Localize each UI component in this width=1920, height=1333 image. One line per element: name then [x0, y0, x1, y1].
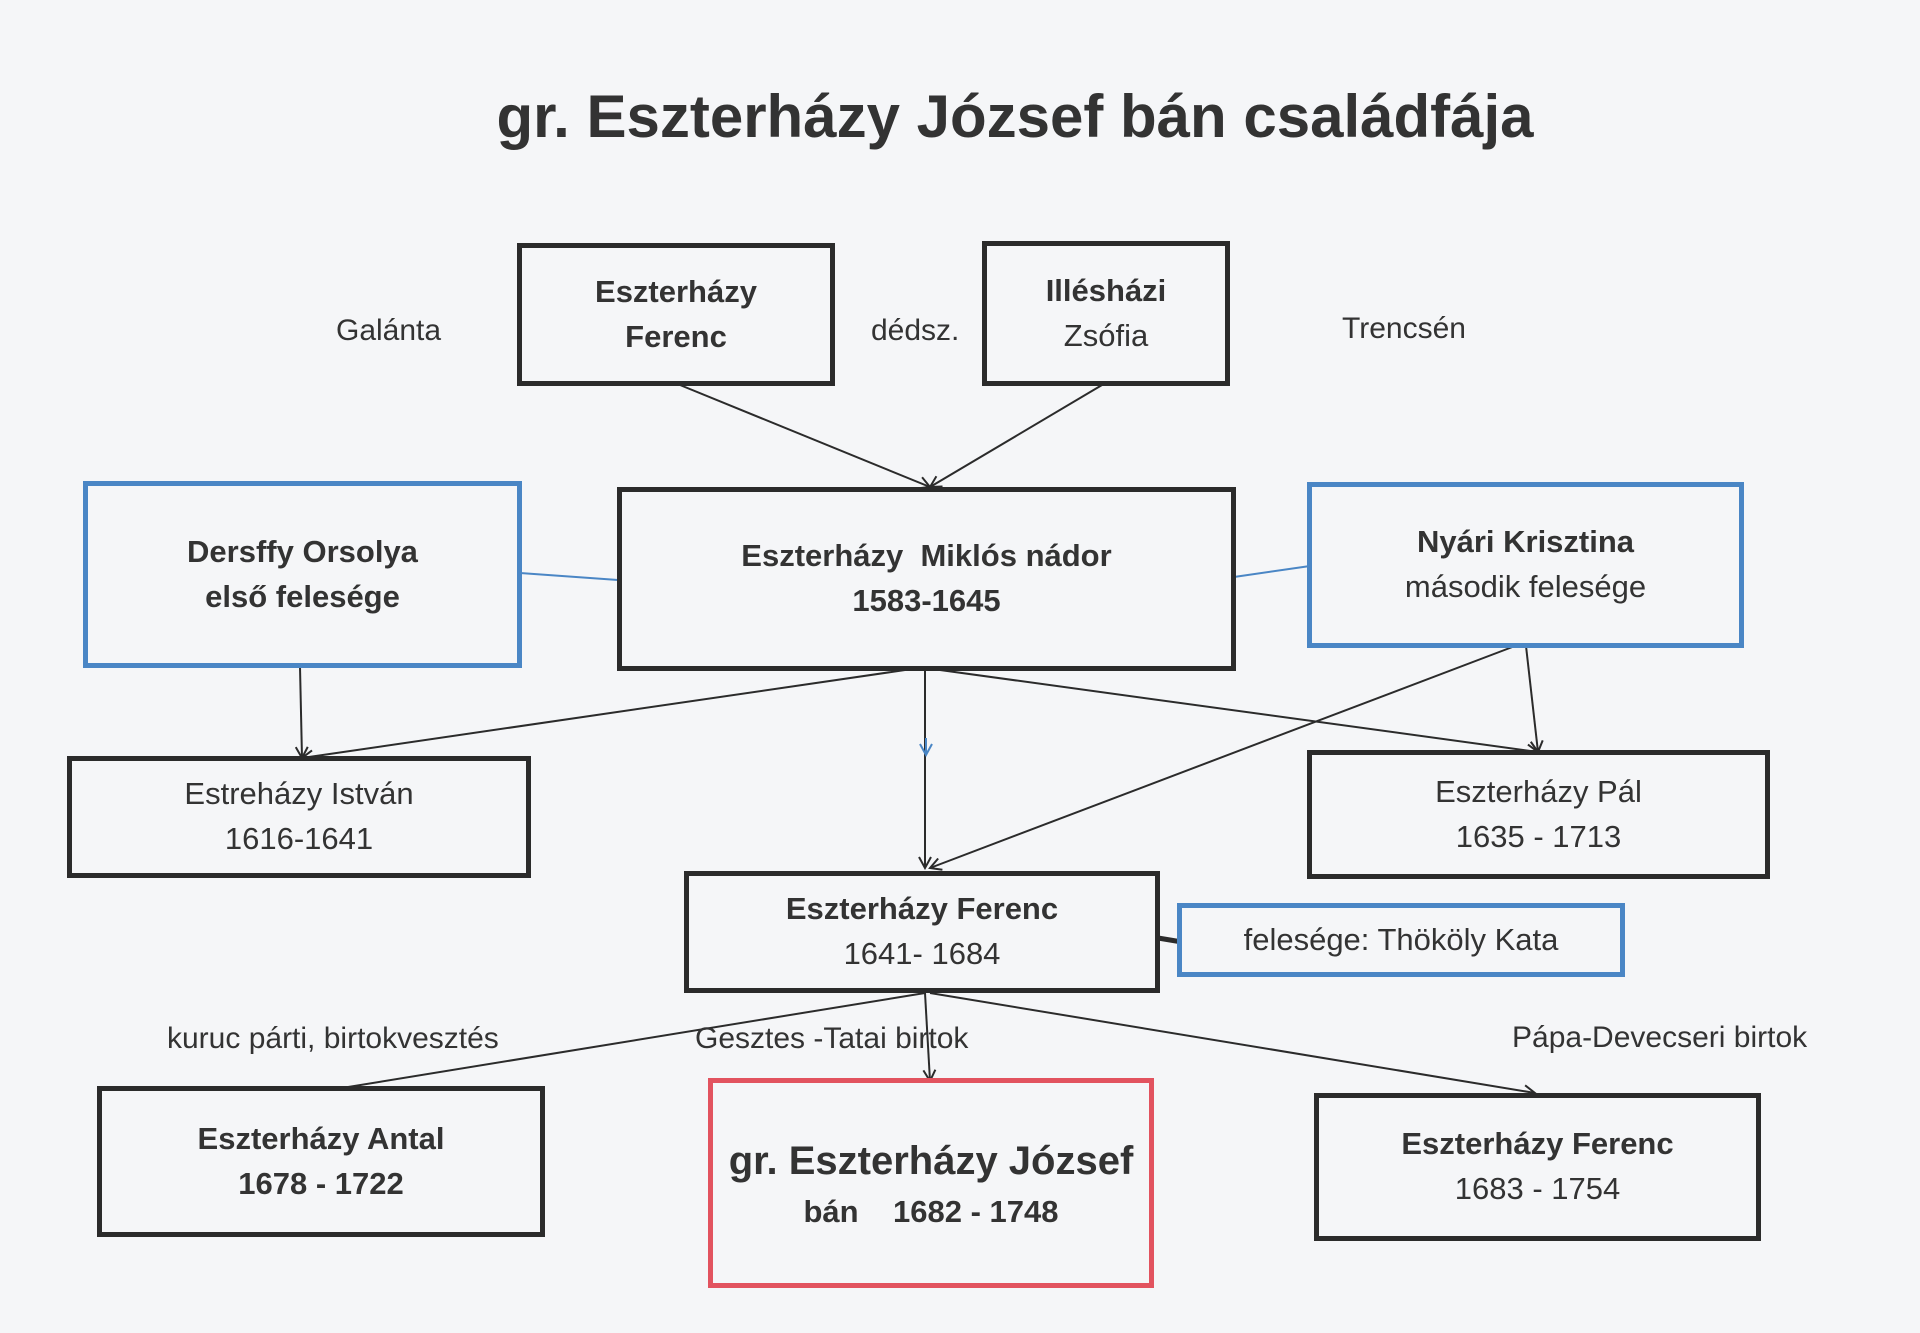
edge-ferenc-to-jozsef: [925, 992, 930, 1081]
spouse-link-orsolya: [519, 572, 619, 581]
edge-krisztina-to-ferenc: [930, 645, 1516, 868]
person-box-ferenc-young: Eszterházy Ferenc 1683 - 1754: [1314, 1093, 1761, 1241]
edge-orsolya-to-istvan: [300, 666, 302, 758]
label-trencsen: Trencsén: [1342, 312, 1466, 345]
person-years: 1683 - 1754: [1454, 1171, 1621, 1206]
person-name: Eszterházy Miklós nádor: [741, 538, 1112, 574]
person-role: második felesége: [1404, 569, 1647, 604]
edge-krisztina-to-pal: [1525, 645, 1538, 752]
person-box-jozsef: gr. Eszterházy József bán 1682 - 1748: [708, 1078, 1154, 1288]
person-name: Dersffy Orsolya: [187, 533, 418, 569]
edge-miklos-to-pal: [939, 669, 1538, 752]
person-box-ferenc-mid: Eszterházy Ferenc 1641- 1684: [684, 871, 1160, 993]
person-years: 1583-1645: [852, 583, 1001, 618]
person-name: Estreházy István: [184, 776, 414, 812]
page-title: gr. Eszterházy József bán családfája: [496, 83, 1534, 150]
person-name-line2: Zsófia: [1063, 317, 1149, 353]
person-box-antal: Eszterházy Antal 1678 - 1722: [97, 1086, 545, 1237]
person-years: 1616-1641: [224, 821, 374, 856]
person-years: 1641- 1684: [843, 936, 1001, 971]
person-name: gr. Eszterházy József: [728, 1138, 1134, 1183]
edge-ferenc-to-miklos: [679, 384, 930, 487]
label-dedsz: dédsz.: [871, 314, 960, 347]
person-box-ferenc-elder: Eszterházy Ferenc: [517, 243, 835, 386]
person-box-istvan: Estreházy István 1616-1641: [67, 756, 531, 878]
person-box-miklos: Eszterházy Miklós nádor 1583-1645: [617, 487, 1236, 671]
person-role: első felesége: [205, 578, 400, 614]
label-papa: Pápa-Devecseri birtok: [1512, 1021, 1808, 1054]
edge-ferenc-to-antal: [341, 992, 926, 1089]
edge-zsofia-to-miklos: [930, 384, 1103, 487]
spouse-link-krisztina: [1233, 565, 1311, 578]
edge-miklos-to-istvan: [302, 669, 906, 758]
label-galanta: Galánta: [336, 314, 442, 347]
person-years: 1678 - 1722: [238, 1165, 404, 1201]
person-name: Eszterházy Pál: [1435, 773, 1642, 809]
person-years: 1635 - 1713: [1455, 818, 1622, 854]
spouse-text: felesége: Thököly Kata: [1243, 921, 1559, 957]
person-name: Eszterházy Ferenc: [785, 891, 1059, 927]
spouse-box-orsolya: Dersffy Orsolya első felesége: [83, 481, 522, 668]
person-box-zsofia: Illésházi Zsófia: [982, 241, 1230, 386]
label-kuruc: kuruc párti, birtokvesztés: [167, 1022, 499, 1055]
person-name: Eszterházy Ferenc: [1401, 1126, 1674, 1162]
person-name: Nyári Krisztina: [1416, 524, 1635, 560]
person-name-line2: Ferenc: [625, 318, 727, 354]
person-name-line1: Eszterházy: [595, 273, 757, 309]
person-name: Eszterházy Antal: [197, 1120, 445, 1156]
person-box-pal: Eszterházy Pál 1635 - 1713: [1307, 750, 1770, 879]
spouse-box-kata: felesége: Thököly Kata: [1177, 903, 1625, 977]
edge-ferenc-to-ferenc-young: [929, 992, 1535, 1093]
label-gesztes: Gesztes -Tatai birtok: [695, 1022, 969, 1055]
spouse-box-krisztina: Nyári Krisztina második felesége: [1307, 482, 1744, 648]
person-name-line1: Illésházi: [1045, 272, 1167, 308]
person-title-years: bán 1682 - 1748: [803, 1193, 1059, 1229]
